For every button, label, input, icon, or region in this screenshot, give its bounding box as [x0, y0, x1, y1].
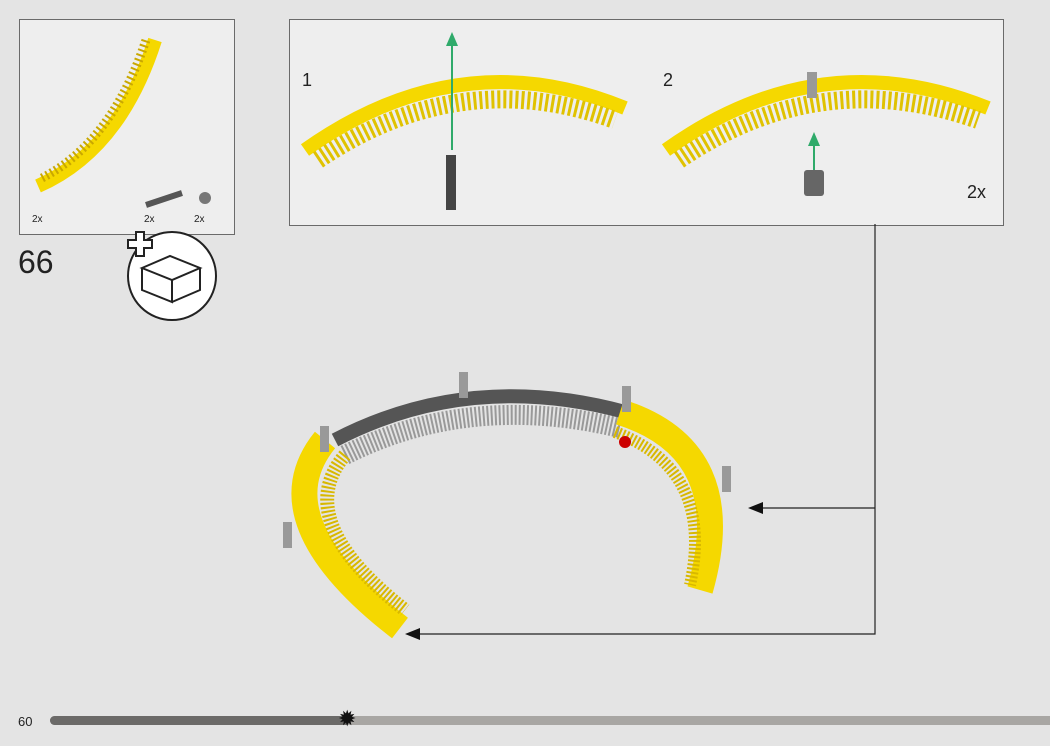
bush-part: [199, 192, 211, 204]
page-number: 60: [18, 714, 33, 729]
axle-pin-part: [145, 190, 183, 208]
part-qty: 2x: [32, 214, 43, 225]
step-number: 66: [18, 244, 54, 280]
add-brick-icon: [127, 231, 217, 321]
gear-progress-icon: ✹: [338, 706, 357, 731]
part-qty: 2x: [194, 214, 205, 225]
substep-multiplier: 2x: [967, 182, 987, 202]
callout-arrows: [415, 224, 876, 635]
progress-bar: ✹: [50, 708, 1050, 730]
parts-list-panel: 2x 2x 2x: [19, 19, 235, 235]
curved-gear-rack-part: [35, 37, 162, 193]
substep-2-illustration: [661, 72, 991, 196]
substep-number: 2: [663, 70, 674, 90]
substep-1-illustration: [300, 32, 628, 210]
substep-number: 1: [302, 70, 313, 90]
gear-ring-assembly: [283, 372, 731, 639]
part-qty: 2x: [144, 214, 155, 225]
progress-fill: [50, 716, 350, 725]
